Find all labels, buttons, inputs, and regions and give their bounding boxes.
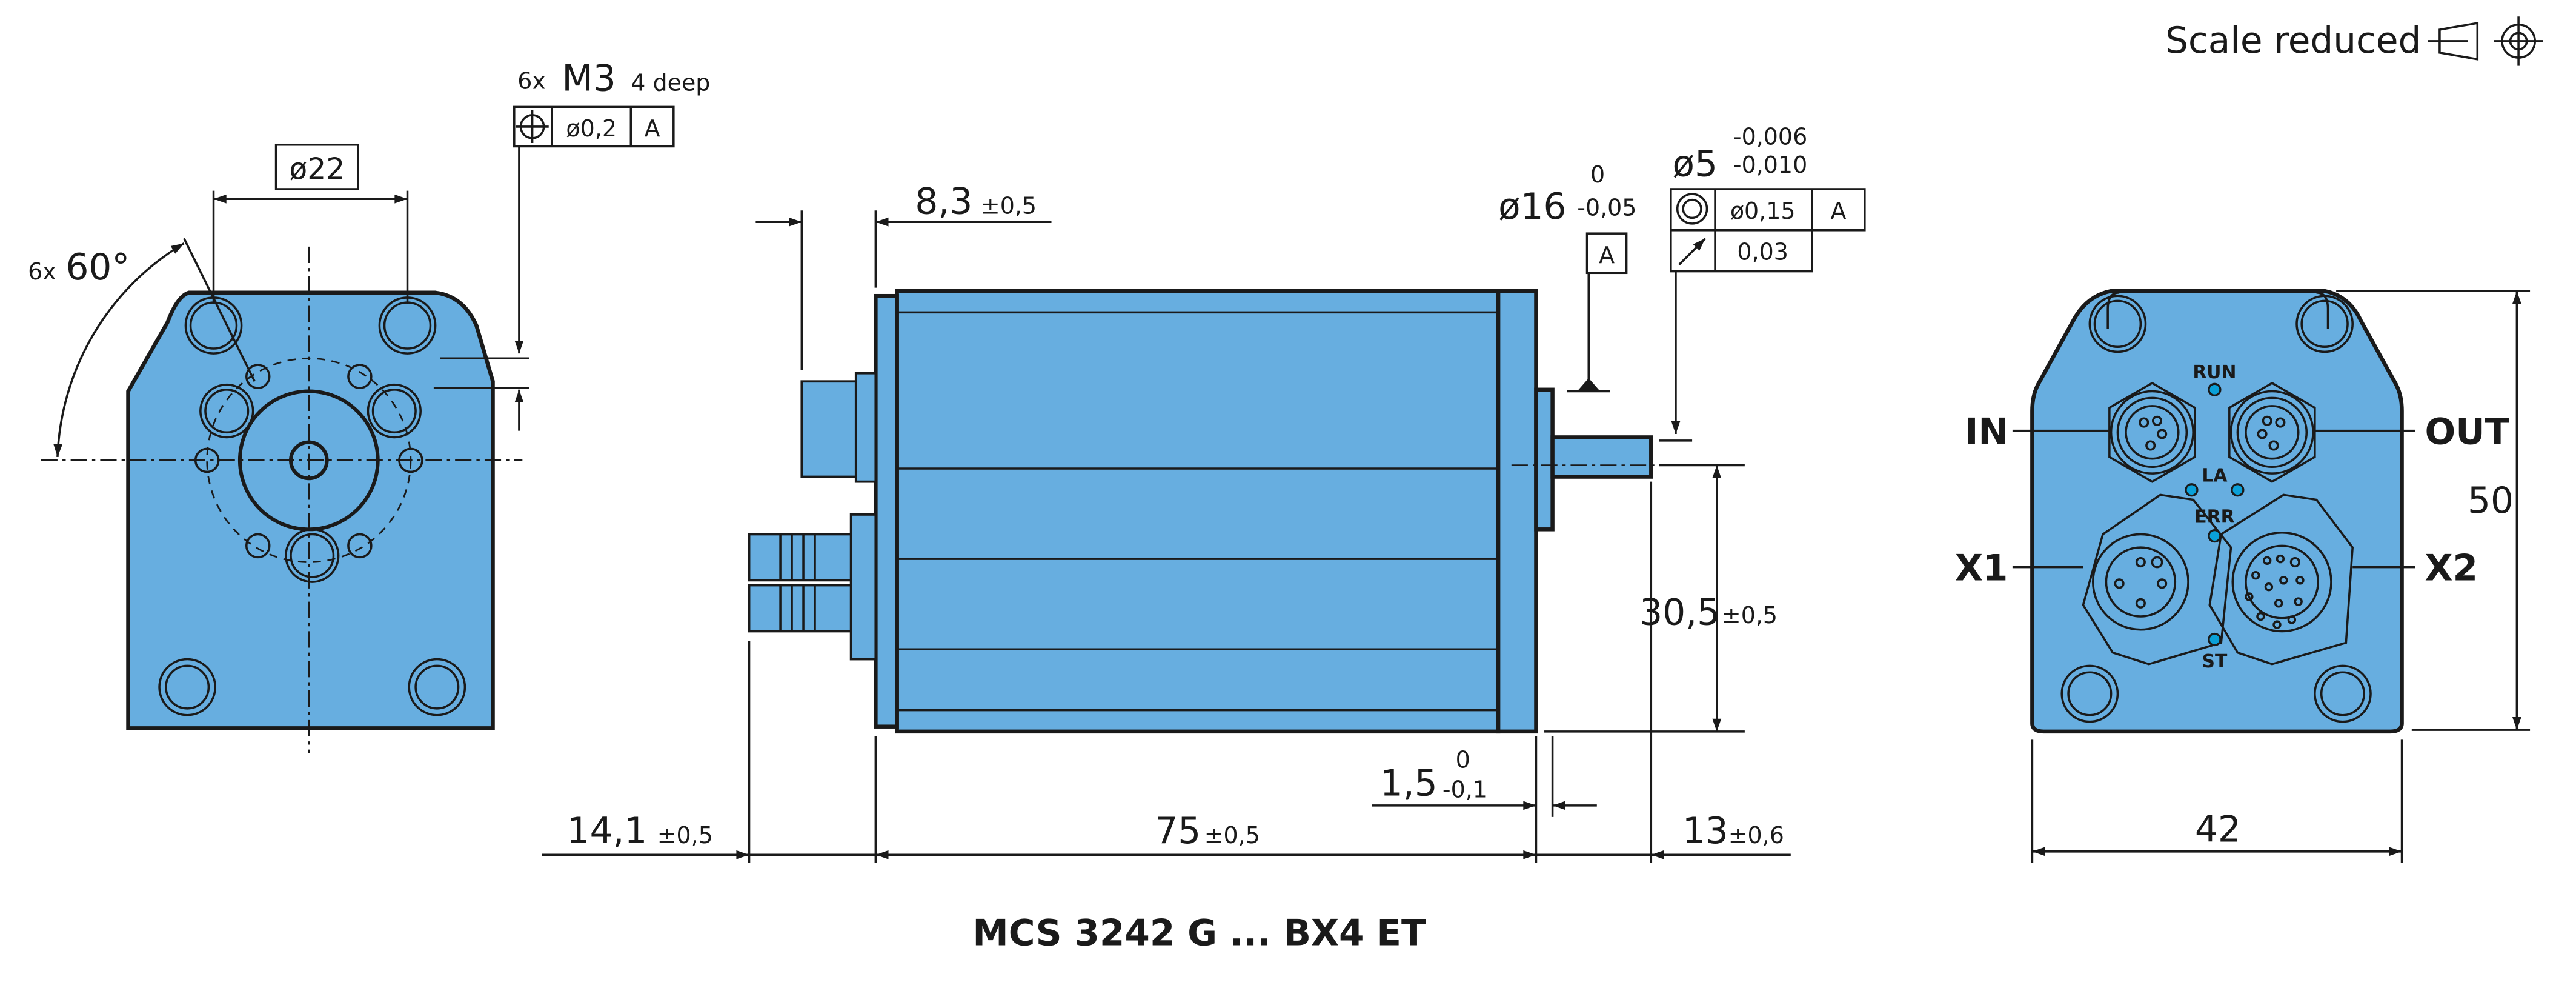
scale-indicator: Scale reduced	[2165, 16, 2543, 66]
thread-size: M3	[562, 58, 616, 99]
runout-frame	[1670, 229, 1813, 273]
connector-in-label: IN	[1965, 411, 2008, 453]
concentricity-datum: A	[1830, 198, 1846, 224]
position-tolerance: ø0,2	[566, 115, 617, 142]
cable-connectors	[748, 533, 852, 633]
datum-triangle-icon	[1577, 378, 1601, 392]
motor-housing	[895, 289, 1501, 734]
led-st-label: ST	[2202, 651, 2228, 672]
connector-block	[849, 513, 877, 661]
thread-count: 6x	[517, 68, 546, 95]
dia5-label: ø5	[1673, 143, 1718, 185]
dia5-upper-tol: -0,006	[1733, 124, 1807, 150]
width-dim: 42	[2195, 809, 2241, 851]
dim-75: 75	[1155, 810, 1201, 852]
connector-out-label: OUT	[2425, 411, 2510, 453]
rear-mounting-holes	[2060, 295, 2372, 723]
led-st-icon	[2208, 632, 2222, 647]
led-la-right-icon	[2231, 483, 2245, 497]
led-run-label: RUN	[2193, 362, 2236, 383]
connector-in	[2108, 381, 2196, 483]
led-run-icon	[2208, 382, 2222, 396]
drawing-title: MCS 3242 G ... BX4 ET	[972, 912, 1426, 954]
dim-75-tol: ±0,5	[1204, 822, 1260, 849]
shaft-collar	[1534, 387, 1555, 532]
connector-housing	[800, 380, 859, 478]
dim-14-1: 14,1	[567, 810, 648, 852]
dia16-upper-tol: 0	[1590, 161, 1605, 188]
mounting-holes	[158, 296, 466, 716]
side-view: 8,3 ±0,5 ø16 0 -0,05 A ø5 -0,006 -0,010 …	[542, 124, 1866, 863]
angle-count: 6x	[28, 258, 56, 285]
led-err-label: ERR	[2194, 506, 2234, 527]
front-view: ø22 6x 60° 6x M3 4 deep ø0,2 A	[28, 58, 710, 753]
dim-30-5: 30,5	[1639, 592, 1720, 634]
dia16-lower-tol: -0,05	[1577, 194, 1636, 221]
led-err-icon	[2208, 529, 2222, 543]
dim-1-5: 1,5	[1380, 763, 1438, 805]
dia16-label: ø16	[1498, 186, 1566, 228]
front-flange-body	[126, 290, 495, 730]
connector-x2-label: X2	[2425, 547, 2478, 589]
position-datum: A	[645, 115, 660, 142]
connector-out	[2228, 381, 2316, 483]
led-la-label: LA	[2202, 466, 2227, 487]
dim-30-5-tol: ±0,5	[1722, 602, 1778, 629]
dim-13: 13	[1682, 810, 1728, 852]
datum-a-frame	[1585, 232, 1628, 275]
position-symbol-icon	[516, 110, 549, 144]
connector-x1	[2082, 493, 2232, 666]
runout-arrow-icon	[1678, 238, 1707, 265]
dim-8-3: 8,3	[915, 181, 972, 223]
concentricity-symbol-icon	[1676, 193, 1708, 225]
concentricity-tolerance: ø0,15	[1730, 198, 1796, 224]
dia5-lower-tol: -0,010	[1733, 152, 1807, 178]
led-la-left-icon	[2185, 483, 2199, 497]
height-dim: 50	[2468, 480, 2514, 522]
scale-label: Scale reduced	[2165, 20, 2421, 62]
connector-nut	[854, 372, 877, 483]
pitch-diameter-label: ø22	[289, 152, 345, 187]
rear-view: RUN LA ERR ST IN OUT X1 X2 50 42	[1955, 289, 2531, 863]
connector-x1-label: X1	[1955, 547, 2008, 589]
status-leds	[2185, 382, 2245, 647]
dim-13-tol: ±0,6	[1728, 822, 1784, 849]
projection-symbol-icon	[2428, 16, 2543, 66]
datum-a-label: A	[1599, 242, 1615, 269]
front-flange	[1496, 289, 1538, 734]
runout-tolerance: 0,03	[1737, 239, 1788, 265]
position-tolerance-frame	[513, 105, 675, 148]
output-shaft	[1550, 435, 1653, 479]
rear-flange	[874, 293, 899, 729]
connector-x2	[2208, 493, 2354, 666]
dim-14-1-tol: ±0,5	[657, 822, 713, 849]
angle-value: 60°	[65, 247, 130, 289]
dim-1-5-lower-tol: -0,1	[1442, 776, 1487, 803]
thread-depth: 4 deep	[631, 69, 710, 96]
dim-8-3-tol: ±0,5	[981, 193, 1037, 219]
dim-1-5-upper-tol: 0	[1456, 747, 1470, 773]
